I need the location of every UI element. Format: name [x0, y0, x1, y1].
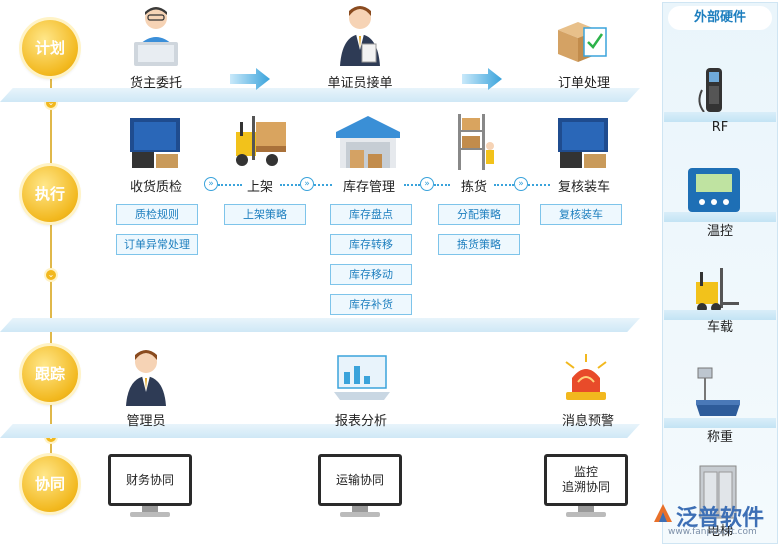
monitor-trace[interactable]: 监控 追溯协同 — [544, 454, 628, 520]
clerk-person-icon — [340, 6, 380, 66]
chevron-down-icon: ⌄ — [44, 268, 58, 282]
hw-floor — [664, 112, 776, 122]
monitor-trace-line1: 监控 — [573, 465, 598, 479]
watermark-url: www.fanpusoft.com — [668, 527, 757, 537]
btn-verify-load[interactable]: 复核装车 — [540, 204, 622, 225]
forklift-icon — [236, 116, 286, 166]
chevron-right-icon: » — [300, 177, 314, 191]
stage-collab[interactable]: 协同 — [22, 456, 78, 512]
loading-truck-icon — [558, 118, 608, 168]
hw-floor — [664, 212, 776, 222]
connector-dots — [280, 184, 300, 186]
plan-item-client: 货主委托 — [129, 76, 182, 91]
connector-dots — [434, 184, 450, 186]
hw-floor — [664, 418, 776, 428]
plan-item-clerk: 单证员接单 — [327, 76, 393, 91]
rf-scanner-icon — [698, 68, 722, 113]
connector-dots — [494, 184, 514, 186]
chevron-right-icon: » — [204, 177, 218, 191]
plan-item-order: 订单处理 — [557, 76, 610, 91]
hw-item-rf[interactable]: RF — [711, 120, 729, 135]
exec-item-picking: 拣货 — [460, 180, 487, 195]
receiving-truck-icon — [130, 118, 180, 168]
btn-order-exception[interactable]: 订单异常处理 — [116, 234, 198, 255]
exec-item-loading: 复核装车 — [557, 180, 610, 195]
connector-dots — [218, 184, 242, 186]
btn-picking-strategy[interactable]: 拣货策略 — [438, 234, 520, 255]
stage-plan[interactable]: 计划 — [22, 20, 78, 76]
hw-item-temp[interactable]: 温控 — [706, 224, 733, 239]
alarm-light-icon — [565, 354, 607, 400]
hardware-title: 外部硬件 — [668, 6, 772, 30]
execute-band — [0, 318, 640, 332]
elevator-icon — [699, 465, 737, 519]
btn-allocation-strategy[interactable]: 分配策略 — [438, 204, 520, 225]
btn-inventory-replenish[interactable]: 库存补货 — [330, 294, 412, 315]
report-chart-icon — [334, 355, 390, 400]
btn-inventory-transfer[interactable]: 库存转移 — [330, 234, 412, 255]
exec-item-putaway: 上架 — [246, 180, 273, 195]
btn-inventory-move[interactable]: 库存移动 — [330, 264, 412, 285]
connector-dots — [404, 184, 420, 186]
track-item-report: 报表分析 — [334, 414, 387, 429]
monitor-transport[interactable]: 运输协同 — [318, 454, 402, 520]
warehouse-icon — [336, 116, 400, 168]
order-box-icon — [558, 22, 607, 62]
client-person-icon — [134, 7, 178, 66]
exec-item-receive: 收货质检 — [129, 180, 182, 195]
plan-band — [0, 88, 640, 102]
monitor-trace-line2: 追溯协同 — [561, 480, 610, 494]
picking-shelf-icon — [458, 114, 494, 170]
btn-qc-rules[interactable]: 质检规则 — [116, 204, 198, 225]
brand-logo-icon — [654, 504, 672, 522]
monitor-finance[interactable]: 财务协同 — [108, 454, 192, 520]
chevron-right-icon: » — [420, 177, 434, 191]
connector-dots — [314, 184, 332, 186]
track-item-admin: 管理员 — [126, 414, 166, 429]
forklift-icon — [696, 268, 739, 313]
monitor-finance-line1: 财务协同 — [125, 472, 174, 487]
temperature-controller-icon — [688, 168, 740, 212]
exec-item-inventory: 库存管理 — [342, 180, 395, 195]
scale-icon — [696, 367, 740, 416]
stage-execute[interactable]: 执行 — [22, 166, 78, 222]
btn-inventory-count[interactable]: 库存盘点 — [330, 204, 412, 225]
track-item-alert: 消息预警 — [561, 414, 614, 429]
watermark-brand: 泛普软件 — [676, 506, 765, 531]
hw-item-elevator[interactable]: 电梯 — [706, 524, 733, 539]
admin-person-icon — [126, 350, 166, 406]
chevron-right-icon: » — [514, 177, 528, 191]
arrow-right-icon — [230, 68, 270, 90]
hw-item-vehicle[interactable]: 车载 — [706, 320, 733, 335]
hw-item-weigh[interactable]: 称重 — [706, 430, 733, 445]
btn-putaway-strategy[interactable]: 上架策略 — [224, 204, 306, 225]
arrow-right-icon — [462, 68, 502, 90]
hw-floor — [664, 310, 776, 320]
track-band — [0, 424, 640, 438]
connector-dots — [528, 184, 550, 186]
monitor-transport-line1: 运输协同 — [335, 472, 384, 487]
stage-track[interactable]: 跟踪 — [22, 346, 78, 402]
